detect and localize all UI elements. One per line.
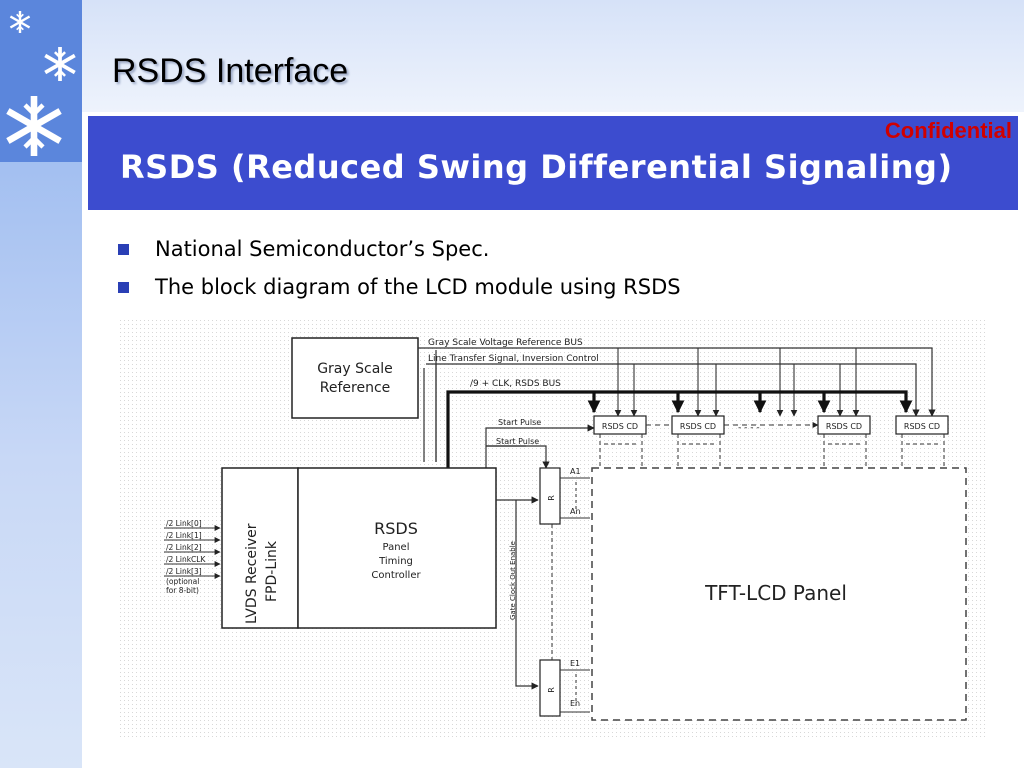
- snowflake-icon: [43, 45, 77, 83]
- block-diagram: Gray Scale Reference Gray Scale Voltage …: [120, 320, 986, 738]
- input-label: /2 Link[1]: [166, 531, 202, 540]
- title-band: [82, 0, 1024, 112]
- row-driver-label: R: [547, 495, 556, 501]
- a1-label: A1: [570, 467, 581, 476]
- confidential-label: Confidential: [884, 118, 1012, 143]
- reference-label: Reference: [320, 380, 391, 396]
- e1-label: E1: [570, 659, 580, 668]
- row-driver-top: [539, 467, 561, 525]
- bus-gray-label: Gray Scale Voltage Reference BUS: [428, 338, 583, 348]
- timing-controller-box: [297, 467, 497, 629]
- controller-label-controller: Controller: [371, 570, 421, 581]
- input-label: /2 Link[2]: [166, 543, 202, 552]
- optional-label: (optional: [166, 577, 199, 586]
- lvds-receiver-box: [221, 467, 299, 629]
- controller-label-panel: Panel: [383, 542, 410, 553]
- ellipsis-label: - - - -: [738, 423, 760, 433]
- snowflake-icon: [8, 96, 60, 156]
- bullet-item: The block diagram of the LCD module usin…: [118, 268, 681, 306]
- start-pulse-label-2: Start Pulse: [496, 437, 539, 446]
- bus-rsds-label: /9 + CLK, RSDS BUS: [470, 379, 561, 389]
- input-label: /2 LinkCLK: [166, 555, 206, 564]
- controller-label-timing: Timing: [378, 556, 413, 567]
- gray-scale-label: Gray Scale: [317, 361, 393, 377]
- input-label: /2 Link[3]: [166, 567, 202, 576]
- input-label: /2 Link[0]: [166, 519, 202, 528]
- rsds-cd-label: RSDS CD: [680, 422, 716, 431]
- optional-label: for 8-bit): [166, 586, 199, 595]
- start-pulse-label: Start Pulse: [498, 418, 541, 427]
- banner: Confidential RSDS (Reduced Swing Differe…: [88, 116, 1018, 210]
- controller-label-rsds: RSDS: [374, 519, 418, 538]
- bullet-item: National Semiconductor’s Spec.: [118, 230, 681, 268]
- rsds-cd-label: RSDS CD: [904, 422, 940, 431]
- rsds-cd-label: RSDS CD: [826, 422, 862, 431]
- gray-scale-reference-box: [291, 337, 419, 419]
- tft-lcd-panel-label: TFT-LCD Panel: [704, 581, 847, 605]
- snowflake-decoration: [0, 0, 82, 162]
- rsds-cd-box: [895, 415, 949, 435]
- en-label: En: [570, 699, 580, 708]
- fpd-link-label: FPD-Link: [264, 540, 280, 602]
- gate-clock-label: Gate Clock Out Enable: [509, 541, 517, 620]
- bullet-list: National Semiconductor’s Spec. The block…: [118, 230, 681, 306]
- tft-lcd-panel-box: [591, 467, 967, 721]
- bullet-text: The block diagram of the LCD module usin…: [155, 275, 681, 299]
- an-label: An: [570, 507, 581, 516]
- lvds-receiver-label: LVDS Receiver: [244, 523, 260, 624]
- slide-title: RSDS Interface: [112, 52, 349, 90]
- row-driver-label: R: [547, 687, 556, 693]
- banner-title: RSDS (Reduced Swing Differential Signali…: [120, 148, 953, 186]
- bus-line-label: Line Transfer Signal, Inversion Control: [428, 354, 599, 364]
- bullet-square-icon: [118, 281, 129, 293]
- snowflake-icon: [9, 9, 31, 35]
- row-driver-bottom: [539, 659, 561, 717]
- bullet-text: National Semiconductor’s Spec.: [155, 237, 490, 261]
- rsds-cd-label: RSDS CD: [602, 422, 638, 431]
- bullet-square-icon: [118, 243, 129, 255]
